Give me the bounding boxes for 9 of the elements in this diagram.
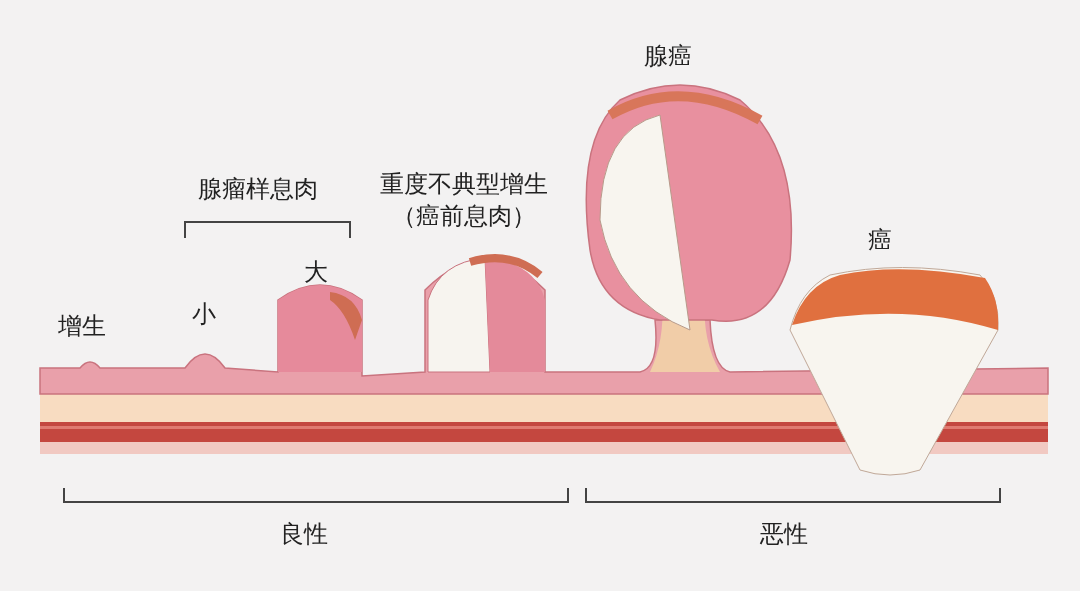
stage-label: 良性: [280, 519, 328, 550]
stage-label: 大: [304, 257, 328, 288]
stage-label: 恶性: [760, 519, 808, 550]
stage-label: 腺癌: [644, 41, 692, 72]
stage-label: 重度不典型增生（癌前息肉）: [380, 169, 548, 232]
stage-label: 增生: [58, 311, 106, 342]
stage-label: 腺瘤样息肉: [198, 174, 318, 205]
stage-label: 小: [192, 299, 216, 330]
stage-label: 癌: [868, 225, 892, 256]
